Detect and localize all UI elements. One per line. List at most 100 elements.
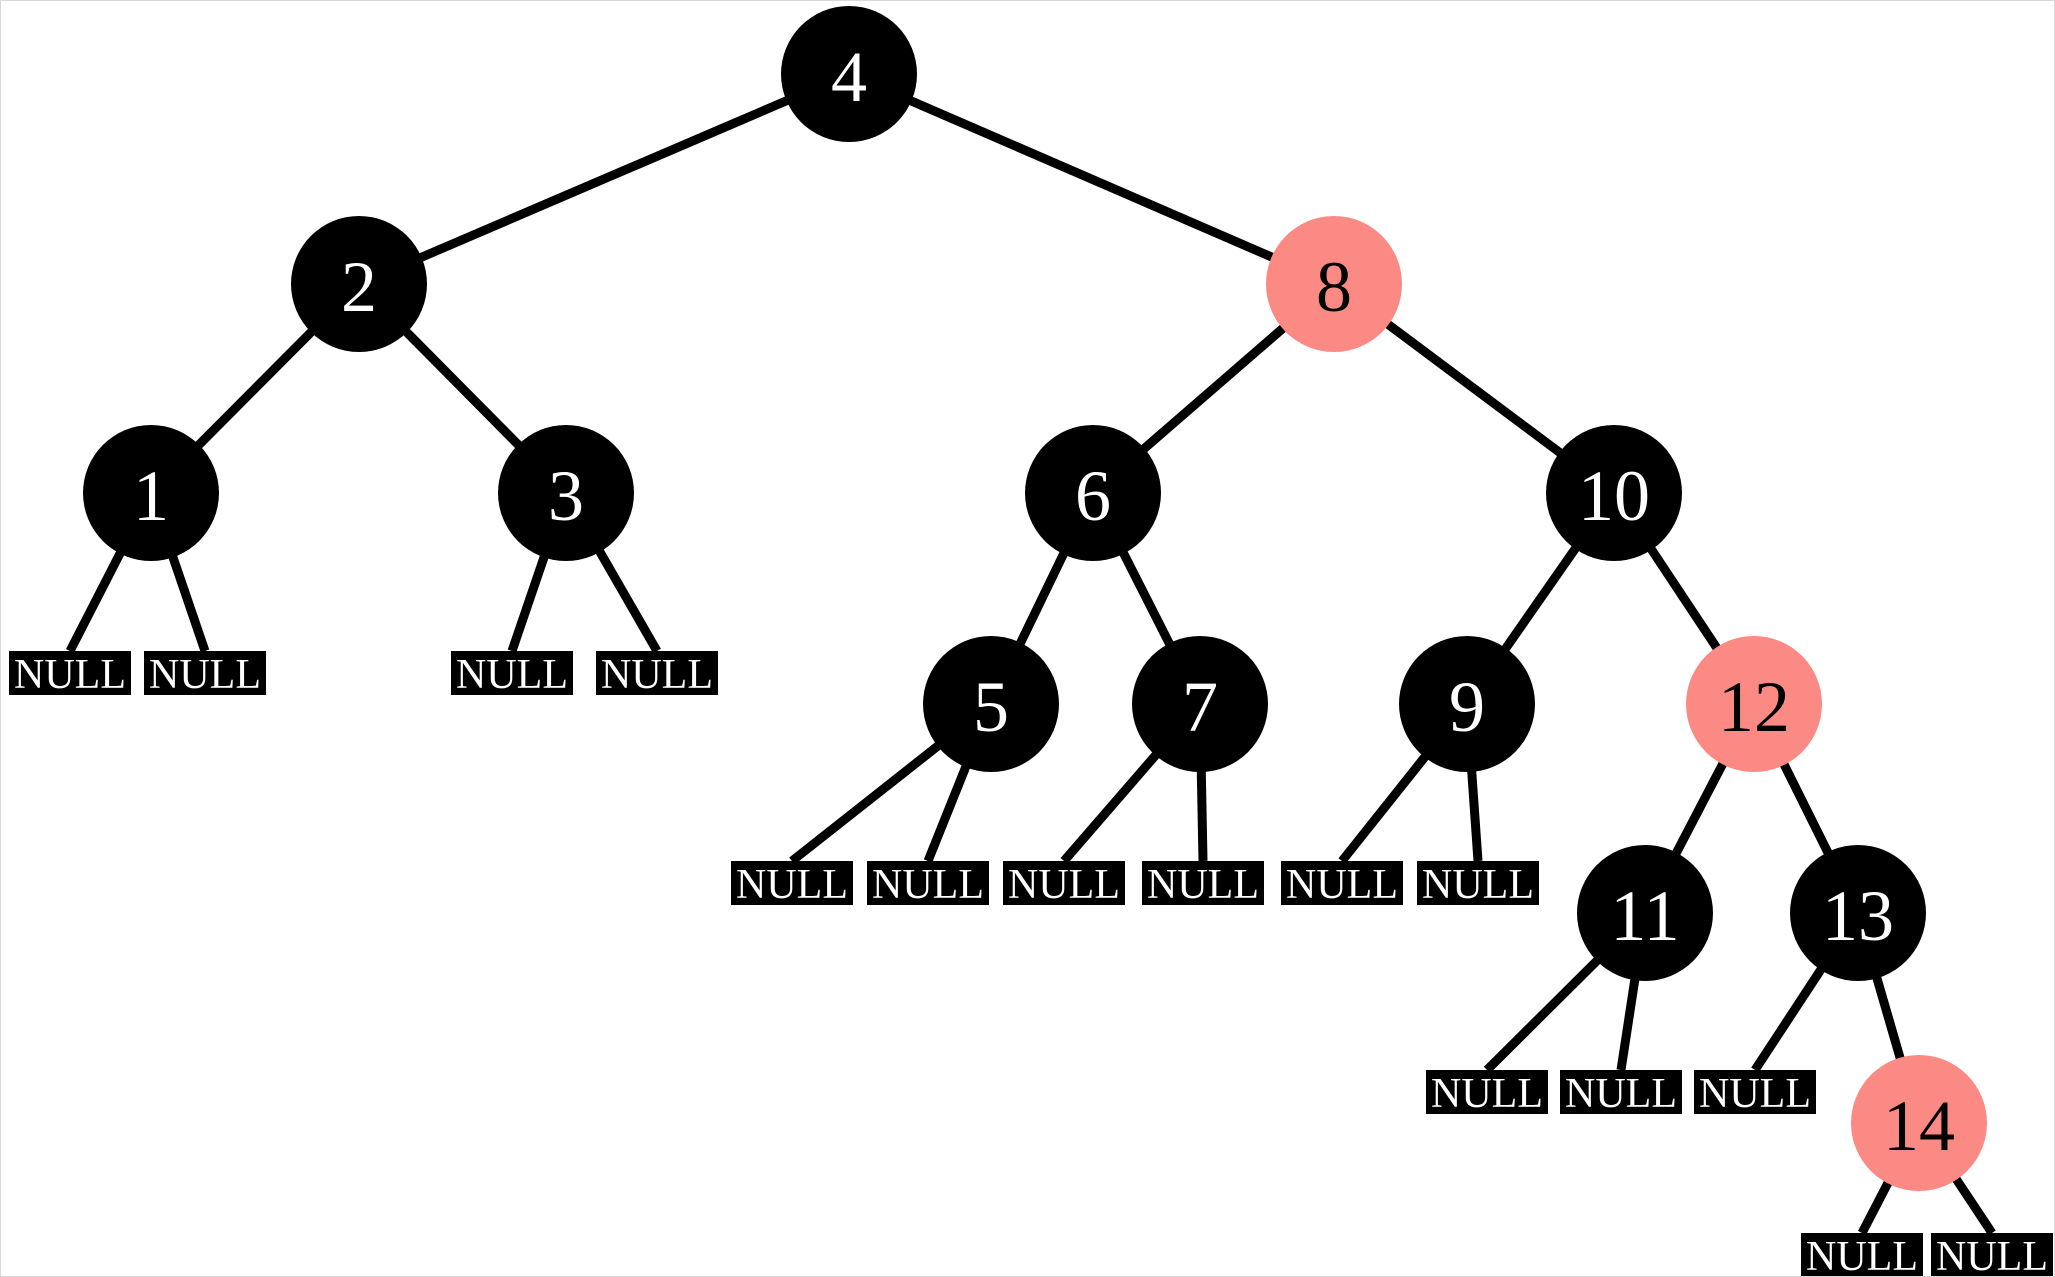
tree-node-3[interactable]: 3 — [498, 425, 634, 561]
tree-node-14[interactable]: 14 — [1851, 1055, 1987, 1191]
tree-edge-n11-null11 — [1483, 954, 1604, 1074]
tree-node-5[interactable]: 5 — [923, 636, 1059, 772]
tree-edge-n4-n8 — [905, 94, 1278, 264]
null-leaf-box — [1694, 1070, 1816, 1114]
tree-edge-n1-null2 — [167, 551, 210, 653]
null-leaf[interactable]: NULL — [1931, 1233, 2053, 1277]
tree-edge-n2-n3 — [400, 325, 525, 452]
node-label: 3 — [548, 456, 584, 536]
null-leaves-layer: NULL NULL NULL NULL NULL NULL NULL NULL NULL NULL… — [9, 651, 2053, 1277]
node-circle-black — [781, 6, 917, 142]
null-leaf-box — [9, 651, 131, 695]
tree-node-12[interactable]: 12 — [1686, 636, 1822, 772]
node-circle-red — [1686, 636, 1822, 772]
null-leaf-label: NULL — [1806, 1234, 1918, 1277]
tree-node-13[interactable]: 13 — [1790, 845, 1926, 981]
null-leaf[interactable]: NULL — [731, 861, 853, 908]
tree-node-9[interactable]: 9 — [1399, 636, 1535, 772]
null-leaf[interactable]: NULL — [867, 861, 989, 908]
node-label: 14 — [1883, 1086, 1955, 1166]
tree-node-1[interactable]: 1 — [83, 425, 219, 561]
node-circle-red — [1851, 1055, 1987, 1191]
node-label: 12 — [1718, 667, 1790, 747]
tree-edge-n10-n12 — [1645, 543, 1723, 654]
null-leaf[interactable]: NULL — [596, 651, 718, 698]
node-circle-black — [923, 636, 1059, 772]
null-leaf[interactable]: NULL — [1142, 861, 1264, 908]
null-leaf[interactable]: NULL — [1003, 861, 1125, 908]
null-leaf[interactable]: NULL — [1417, 861, 1539, 908]
null-leaf-label: NULL — [1008, 862, 1120, 908]
null-leaf-box — [1801, 1233, 1923, 1276]
tree-edge-n3-null4 — [593, 545, 661, 654]
null-leaf-label: NULL — [1147, 862, 1259, 908]
null-leaf-label: NULL — [1422, 862, 1534, 908]
null-leaf[interactable]: NULL — [9, 651, 131, 698]
tree-node-10[interactable]: 10 — [1546, 425, 1682, 561]
tree-edge-n8-n6 — [1137, 322, 1290, 455]
null-leaf-box — [451, 651, 573, 695]
node-circle-black — [83, 425, 219, 561]
null-leaf[interactable]: NULL — [144, 651, 266, 698]
tree-edge-n4-n2 — [415, 94, 793, 264]
tree-edge-n6-n7 — [1117, 547, 1176, 650]
tree-edge-n13-n14 — [1871, 972, 1906, 1064]
null-leaf-label: NULL — [601, 652, 713, 698]
edges-layer — [65, 94, 1996, 1236]
tree-edge-n9-null10 — [1466, 766, 1483, 862]
node-circle-black — [1399, 636, 1535, 772]
null-leaf-box — [144, 651, 266, 695]
tree-edge-n5-null5 — [789, 739, 945, 865]
null-leaf[interactable]: NULL — [1560, 1070, 1682, 1117]
node-label: 2 — [341, 247, 377, 327]
null-leaf-label: NULL — [1286, 862, 1398, 908]
node-label: 10 — [1578, 456, 1650, 536]
tree-edge-n9-null9 — [1338, 750, 1432, 864]
null-leaf-box — [1003, 861, 1125, 905]
node-label: 4 — [831, 37, 867, 117]
tree-edge-n1-null1 — [65, 547, 127, 654]
tree-node-7[interactable]: 7 — [1132, 636, 1268, 772]
null-leaf-box — [1281, 861, 1403, 905]
tree-node-4[interactable]: 4 — [781, 6, 917, 142]
node-circle-black — [1546, 425, 1682, 561]
null-leaf-label: NULL — [872, 862, 984, 908]
null-leaf-label: NULL — [1565, 1071, 1677, 1117]
null-leaf-box — [1426, 1070, 1548, 1114]
tree-edge-n5-null6 — [923, 761, 972, 863]
tree-edge-n2-n1 — [192, 325, 318, 452]
null-leaf[interactable]: NULL — [1694, 1070, 1816, 1117]
null-leaf-label: NULL — [736, 862, 848, 908]
node-label: 7 — [1182, 667, 1218, 747]
tree-node-6[interactable]: 6 — [1025, 425, 1161, 561]
null-leaf-label: NULL — [1699, 1071, 1811, 1117]
tree-node-8[interactable]: 8 — [1266, 216, 1402, 352]
null-leaf[interactable]: NULL — [1426, 1070, 1548, 1117]
null-leaf[interactable]: NULL — [1801, 1233, 1923, 1277]
node-circle-black — [291, 216, 427, 352]
node-label: 11 — [1610, 876, 1679, 956]
null-leaf-box — [1931, 1233, 2053, 1276]
node-circle-black — [1577, 845, 1713, 981]
tree-node-2[interactable]: 2 — [291, 216, 427, 352]
node-label: 13 — [1822, 876, 1894, 956]
node-label: 6 — [1075, 456, 1111, 536]
null-leaf-box — [596, 651, 718, 695]
node-circle-black — [1790, 845, 1926, 981]
null-leaf-label: NULL — [149, 652, 261, 698]
null-leaf-label: NULL — [14, 652, 126, 698]
null-leaf[interactable]: NULL — [451, 651, 573, 698]
tree-edge-n8-n10 — [1381, 318, 1567, 459]
null-leaf-box — [1560, 1070, 1682, 1114]
null-leaf[interactable]: NULL — [1281, 861, 1403, 908]
tree-edge-n6-n5 — [1014, 547, 1070, 650]
node-circle-black — [498, 425, 634, 561]
tree-edge-n10-n9 — [1499, 542, 1582, 655]
tree-edge-n12-n13 — [1778, 758, 1834, 859]
tree-node-11[interactable]: 11 — [1577, 845, 1713, 981]
node-circle-black — [1132, 636, 1268, 772]
node-circle-black — [1025, 425, 1161, 561]
